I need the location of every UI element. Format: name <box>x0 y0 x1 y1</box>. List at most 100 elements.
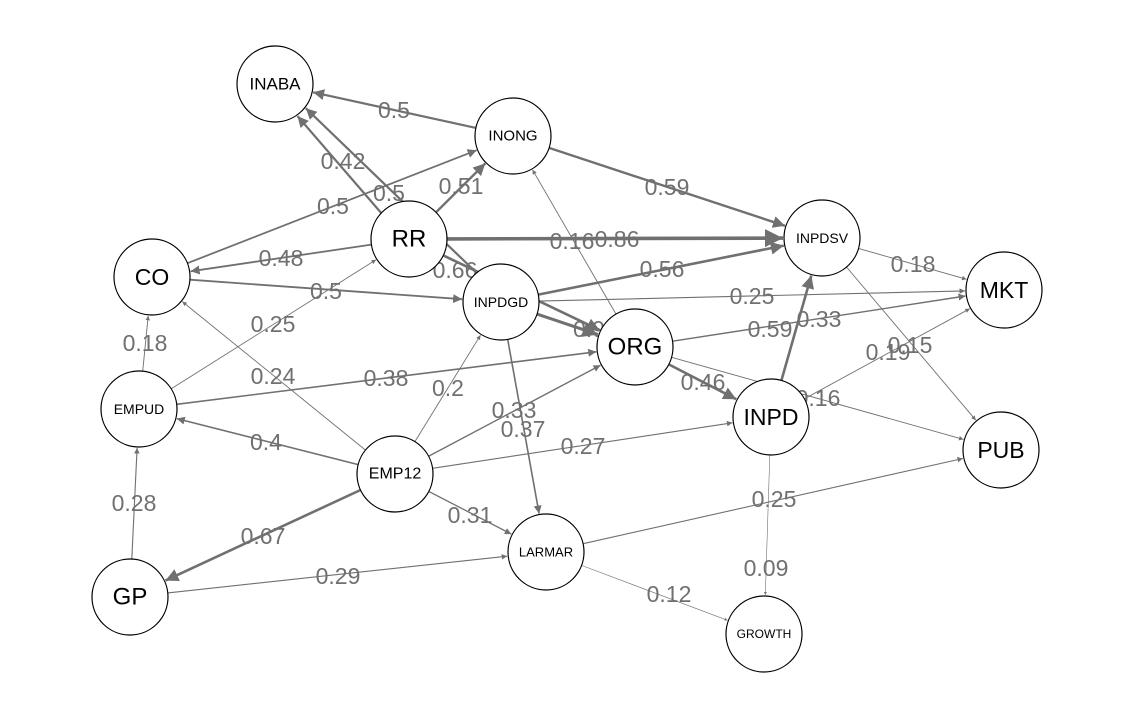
edge-inong-to-inaba <box>312 89 477 129</box>
edge-label-emp12-to-co: 0.24 <box>251 363 296 389</box>
edge-org-to-inpd <box>668 363 737 401</box>
edge-inpdsv-to-pub <box>846 266 977 421</box>
edge-label-emp12-to-empud: 0.4 <box>250 429 282 455</box>
edge-rr-to-co <box>190 243 372 275</box>
node-label-rr: RR <box>392 226 427 253</box>
edge-label-inpdsv-to-mkt: 0.18 <box>891 251 936 277</box>
edge-emp12-to-inpd <box>432 420 733 469</box>
edge-emp12-to-co <box>182 301 366 451</box>
edge-label-emp12-to-org: 0.33 <box>492 397 537 423</box>
edge-label-empud-to-co: 0.18 <box>123 330 168 356</box>
edge-label-rr-to-inpdsv: 0.86 <box>595 226 640 252</box>
edge-emp12-to-org <box>428 364 601 457</box>
edge-inpdgd-to-larmar <box>506 339 542 514</box>
node-inpdsv: INPDSV <box>783 199 861 277</box>
edge-label-gp-to-empud: 0.28 <box>112 490 157 516</box>
edge-gp-to-empud <box>131 447 140 560</box>
edge-label-emp12-to-gp: 0.67 <box>241 523 286 549</box>
edge-co-to-inpdgd <box>189 278 463 304</box>
edge-empud-to-rr <box>170 259 377 390</box>
node-label-empud: EMPUD <box>114 401 165 417</box>
edge-empud-to-co <box>142 315 150 372</box>
node-co: CO <box>113 238 191 316</box>
edge-rr-to-inpdsv <box>446 229 784 248</box>
edge-label-inong-to-inpdsv: 0.59 <box>645 174 690 200</box>
node-circle-emp12 <box>356 435 434 513</box>
edge-label-emp12-to-inpdgd: 0.2 <box>432 375 464 401</box>
node-circle-inaba <box>236 45 314 123</box>
edge-inpdgd-to-org <box>536 312 599 337</box>
edge-org-to-mkt <box>672 293 966 342</box>
node-circle-pub <box>962 411 1040 489</box>
edge-label-larmar-to-growth: 0.12 <box>647 581 692 607</box>
edge-label-emp12-to-inpd: 0.27 <box>561 433 606 459</box>
edge-inpdgd-to-inaba <box>305 107 478 274</box>
edge-empud-to-org <box>176 348 597 406</box>
edge-label-emp12-to-larmar: 0.31 <box>448 502 493 528</box>
node-circle-growth <box>725 595 803 673</box>
edge-label-empud-to-org: 0.38 <box>364 365 409 391</box>
node-circle-org <box>596 308 674 386</box>
edge-label-inong-to-inaba: 0.5 <box>378 97 410 123</box>
edge-co-to-inong <box>187 149 478 265</box>
edge-label-org-to-inong: 0.16 <box>550 228 595 254</box>
node-circle-rr <box>370 200 448 278</box>
node-label-org: ORG <box>608 334 663 361</box>
edge-label-rr-to-co: 0.48 <box>259 245 304 271</box>
node-label-co: CO <box>135 264 170 290</box>
node-gp: GP <box>91 558 169 636</box>
edge-label-empud-to-rr: 0.25 <box>251 311 296 337</box>
node-circle-empud <box>100 370 178 448</box>
node-rr: RR <box>370 200 448 278</box>
node-circle-co <box>113 238 191 316</box>
edge-emp12-to-empud <box>176 416 359 466</box>
edge-larmar-to-pub <box>582 457 964 545</box>
node-label-growth: GROWTH <box>737 627 792 641</box>
edge-label-gp-to-larmar: 0.29 <box>316 563 361 589</box>
edge-inpdsv-to-mkt <box>858 247 967 281</box>
node-label-inpd: INPD <box>744 404 799 430</box>
edge-label-larmar-to-pub: 0.25 <box>752 486 797 512</box>
node-label-mkt: MKT <box>980 277 1029 303</box>
node-inaba: INABA <box>236 45 314 123</box>
node-circle-inong <box>474 97 552 175</box>
node-circle-gp <box>91 558 169 636</box>
node-circle-inpdgd <box>462 263 540 341</box>
edge-emp12-to-larmar <box>428 490 512 535</box>
node-circle-inpd <box>732 378 810 456</box>
edge-org-to-inong <box>532 169 617 315</box>
node-label-emp12: EMP12 <box>369 466 422 483</box>
edge-rr-to-inaba <box>296 115 382 214</box>
edge-larmar-to-growth <box>581 565 728 621</box>
edge-gp-to-larmar <box>167 554 508 594</box>
edge-inpd-to-growth <box>763 454 771 596</box>
edge-inpd-to-mkt <box>804 308 971 400</box>
edges-layer <box>131 89 977 621</box>
node-label-inpdgd: INPDGD <box>474 294 528 310</box>
edge-inong-to-inpdsv <box>548 146 786 228</box>
nodes-layer: INABA INONG RR CO INPDGD INPDSV MKT ORG EMPUD INP… <box>91 45 1043 673</box>
node-inpdgd: INPDGD <box>462 263 540 341</box>
edge-label-org-to-inpd: 0.46 <box>681 369 726 395</box>
edge-rr-to-inong <box>435 162 487 214</box>
node-label-inaba: INABA <box>249 75 301 94</box>
edge-emp12-to-gp <box>164 488 362 582</box>
edge-inpdgd-to-mkt <box>538 288 966 302</box>
edge-label-rr-to-inong: 0.51 <box>439 173 484 199</box>
node-pub: PUB <box>962 411 1040 489</box>
edge-label-inpdgd-to-mkt: 0.25 <box>730 283 775 309</box>
node-label-larmar: LARMAR <box>519 545 573 560</box>
edge-label-inpd-to-growth: 0.09 <box>744 555 789 581</box>
edge-emp12-to-inpdgd <box>414 334 481 442</box>
node-larmar: LARMAR <box>507 513 585 591</box>
node-empud: EMPUD <box>100 370 178 448</box>
node-inpd: INPD <box>732 378 810 456</box>
node-label-inpdsv: INPDSV <box>796 230 849 246</box>
edge-label-rr-to-inaba: 0.42 <box>321 148 366 174</box>
node-growth: GROWTH <box>725 595 803 673</box>
edge-label-inpd-to-mkt: 0.19 <box>866 339 911 365</box>
node-label-inong: INONG <box>488 128 537 145</box>
node-inong: INONG <box>474 97 552 175</box>
edge-label-co-to-inong: 0.5 <box>317 193 349 219</box>
